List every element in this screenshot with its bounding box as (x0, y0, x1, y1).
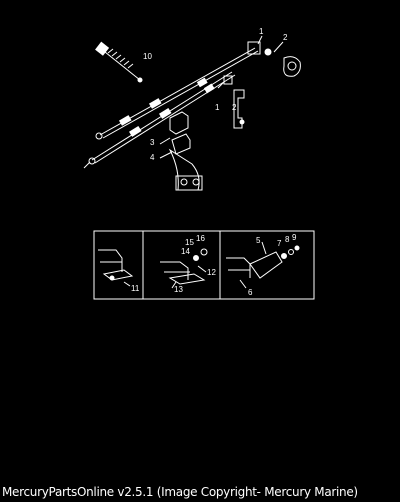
callout-16: 16 (196, 234, 205, 243)
detail-box-3: 5 7 8 9 6 (226, 233, 300, 297)
detail-box-1: 11 (98, 249, 140, 293)
callout-14: 14 (181, 247, 190, 256)
detail-panels: 11 15 16 14 12 13 5 7 8 (93, 230, 315, 300)
copyright-caption: MercuryPartsOnline v2.5.1 (Image Copyrig… (2, 485, 358, 499)
callout-2-mid: 2 (232, 103, 237, 112)
part-10-cable-end (95, 41, 143, 83)
detail-box-2: 15 16 14 12 13 (160, 234, 216, 294)
callout-1-mid: 1 (215, 103, 220, 112)
callout-5: 5 (256, 236, 261, 245)
callout-3: 3 (150, 138, 155, 147)
callout-8: 8 (285, 235, 290, 244)
callout-13: 13 (174, 285, 183, 294)
middle-bracket (217, 75, 245, 129)
control-cables (83, 47, 259, 169)
callout-2-top: 2 (283, 33, 288, 42)
callout-9: 9 (292, 233, 297, 242)
detail-frame (93, 230, 315, 300)
callout-15: 15 (185, 238, 194, 247)
callout-6: 6 (248, 288, 253, 297)
parts-diagram: 1 2 10 1 2 3 4 11 15 16 14 (83, 27, 315, 300)
callout-12: 12 (207, 268, 216, 277)
callout-4: 4 (150, 153, 155, 162)
parts-3-4-bracket (159, 111, 203, 191)
callout-7: 7 (277, 239, 282, 248)
upper-right-hardware (247, 35, 301, 77)
callout-10: 10 (143, 52, 152, 61)
callout-1-top: 1 (259, 27, 264, 36)
callout-11: 11 (131, 284, 140, 293)
top-assembly: 1 2 10 1 2 3 4 (83, 27, 301, 191)
